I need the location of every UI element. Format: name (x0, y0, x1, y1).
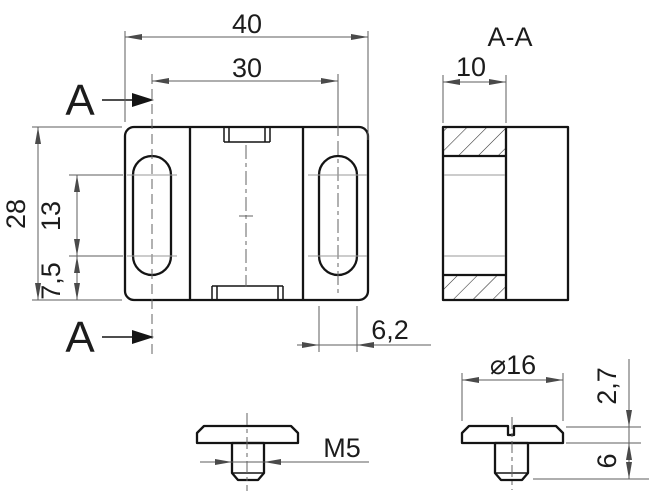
cut-arrow-top-icon (132, 93, 154, 107)
dim-overall-width-40: 40 (124, 9, 369, 140)
section-cut-indicator-bottom: A (65, 313, 154, 362)
dim-slot-spacing-30: 30 (152, 53, 339, 136)
dim-slot-bottom-offset-7-5: 7,5 (36, 256, 80, 300)
cut-letter-bottom: A (65, 313, 95, 362)
screw-side-view: M5 (195, 413, 369, 491)
hatch-area-top (444, 128, 505, 155)
dim-head-height-label: 2,7 (592, 367, 622, 405)
hatch-area-bottom (444, 276, 505, 299)
dim-flange-thickness-label: 10 (456, 52, 486, 82)
center-block-edges (188, 127, 305, 300)
dim-slot-width-label: 6,2 (371, 315, 409, 345)
dim-head-height-2-7: 2,7 (566, 359, 641, 479)
dim-overall-height-28: 28 (1, 126, 122, 301)
screw-front-view: ⌀16 2,7 6 (460, 350, 649, 490)
top-notch (223, 127, 271, 143)
dim-overall-height-label: 28 (1, 199, 31, 229)
cut-arrow-bottom-icon (132, 330, 154, 344)
dim-thread-label: M5 (323, 433, 361, 463)
front-view-centerlines (127, 74, 367, 354)
cut-letter-top: A (65, 76, 95, 125)
dim-shank-length-label: 6 (592, 453, 622, 468)
plate-outline (123, 125, 370, 302)
front-view (123, 74, 370, 354)
dim-slot-length-13: 13 (36, 174, 123, 257)
section-cut-indicator-top: A (65, 76, 154, 125)
dim-head-diameter-16: ⌀16 (461, 350, 564, 421)
dim-overall-width-label: 40 (232, 9, 262, 39)
screw-head-side (195, 424, 300, 445)
dim-slot-length-label: 13 (36, 201, 66, 231)
dim-slot-bottom-offset-label: 7,5 (36, 262, 66, 300)
dim-thread-m5: M5 (200, 433, 369, 465)
screw-head-slotted (460, 424, 565, 445)
dim-flange-thickness-10: 10 (442, 52, 507, 123)
section-view-title: A-A (487, 22, 532, 52)
section-view: A-A 10 (441, 22, 570, 302)
dim-slot-width-6-2: 6,2 (297, 306, 431, 352)
dim-head-diameter-label: ⌀16 (490, 350, 536, 380)
dim-shank-length-6: 6 (533, 453, 649, 480)
dim-slot-spacing-label: 30 (232, 53, 262, 83)
bottom-notch (211, 285, 284, 300)
